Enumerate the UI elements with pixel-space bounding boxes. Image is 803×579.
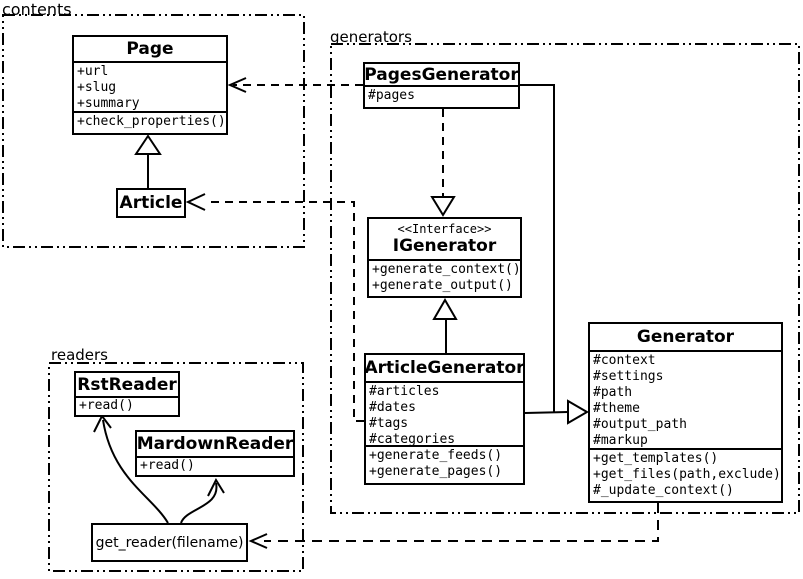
attribute: #context [593,353,656,368]
attribute: #pages [368,88,415,103]
attribute: #articles [369,384,440,399]
edge-articlegenerator-extends-igenerator [432,298,458,353]
class-igenerator: <<Interface>> IGenerator +generate_conte… [367,217,522,298]
class-pagesgenerator-attributes: #pages [365,87,518,107]
class-page-methods: +check_properties() [74,113,226,133]
class-articlegenerator-attributes: #articles #dates #tags #categories [366,383,523,447]
attribute: +summary [77,96,140,111]
class-generator-title: Generator [590,324,781,352]
package-label-contents: contents [2,0,72,19]
package-border-readers [48,362,304,572]
method: +generate_context() [372,262,520,277]
edge-articlegenerator-depends-article [185,193,364,422]
class-igenerator-methods: +generate_context() +generate_output() [369,261,520,296]
class-generator-methods: +get_templates() +get_files(path,exclude… [590,450,781,501]
package-border-contents [2,14,305,248]
edge-getreader-to-markdownreader [180,477,225,524]
attribute: #dates [369,400,416,415]
class-rstreader-title: RstReader [76,373,178,398]
class-igenerator-name: IGenerator [392,236,497,256]
attribute: +slug [77,80,117,95]
class-article: Article [116,188,186,218]
attribute: #tags [369,416,409,431]
class-article-title: Article [119,193,183,213]
class-rstreader: RstReader +read() [74,371,180,417]
attribute: +url [77,64,109,79]
method: +generate_pages() [369,464,503,479]
class-articlegenerator-title: ArticleGenerator [366,355,523,383]
method: +read() [79,398,134,413]
edge-generator-depends-getreader [248,503,659,549]
class-igenerator-title: <<Interface>> IGenerator [369,219,520,261]
class-markdownreader-title: MardownReader [137,432,293,458]
stereotype-label: <<Interface>> [397,222,492,236]
method: +get_files(path,exclude) [593,467,781,482]
edge-pagesgenerator-realizes-igenerator [430,109,456,217]
class-rstreader-methods: +read() [76,398,178,415]
method: +read() [140,458,195,473]
class-articlegenerator: ArticleGenerator #articles #dates #tags … [364,353,525,485]
attribute: #categories [369,432,456,447]
class-generator-attributes: #context #settings #path #theme #output_… [590,352,781,450]
package-border-generators [330,43,800,514]
edge-pagesgenerator-depends-page [227,77,363,93]
function-get-reader: get_reader(filename) [91,523,248,562]
edge-article-extends-page [134,134,162,188]
method: +check_properties() [77,114,226,129]
attribute: #path [593,385,633,400]
class-page-attributes: +url +slug +summary [74,63,226,113]
method: +generate_output() [372,278,513,293]
attribute: #output_path [593,417,687,432]
attribute: #markup [593,433,648,448]
method: #_update_context() [593,483,734,498]
edge-generators-extend-generator [520,84,589,425]
class-markdownreader: MardownReader +read() [135,430,295,477]
attribute: #theme [593,401,640,416]
class-articlegenerator-methods: +generate_feeds() +generate_pages() [366,447,523,483]
package-label-readers: readers [51,346,108,364]
package-label-generators: generators [330,28,412,46]
attribute: #settings [593,369,664,384]
class-page-title: Page [74,37,226,63]
class-page: Page +url +slug +summary +check_properti… [72,35,228,135]
method: +get_templates() [593,451,719,466]
class-pagesgenerator-title: PagesGenerator [365,64,518,87]
method: +generate_feeds() [369,448,503,463]
class-pagesgenerator: PagesGenerator #pages [363,62,520,109]
class-generator: Generator #context #settings #path #them… [588,322,783,503]
class-markdownreader-methods: +read() [137,458,293,475]
